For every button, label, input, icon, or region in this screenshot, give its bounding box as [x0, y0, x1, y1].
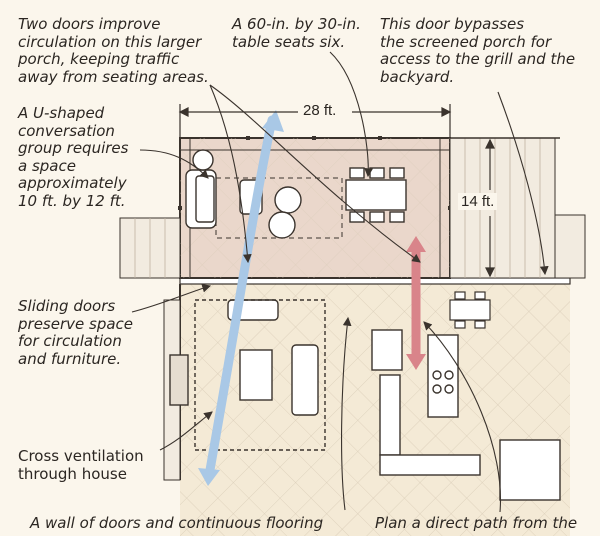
direct-path-note: Plan a direct path from the [375, 514, 578, 532]
sliding-doors-note: Sliding doors preserve space for circula… [18, 297, 134, 368]
dining-table [345, 167, 407, 223]
table-note: A 60-in. by 30-in. table seats six. [232, 15, 361, 51]
leader-lines [131, 51, 549, 513]
two-doors-note: Two doors improve circulation on this la… [18, 15, 209, 86]
left-deck [119, 217, 181, 279]
kitchen [371, 329, 561, 501]
depth-dimension-label: 14 ft. [458, 193, 498, 210]
porch-sofa [185, 149, 217, 229]
depth-dimension-line [485, 138, 495, 278]
width-dimension-label: 28 ft. [300, 102, 340, 119]
width-dimension-line [178, 104, 452, 138]
deck-table [449, 291, 491, 329]
u-shaped-note: A U-shaped conversation group requires a… [18, 104, 129, 210]
porch-seating-zone [215, 177, 343, 239]
screened-porch [178, 136, 452, 279]
direct-path-arrow [406, 236, 426, 370]
wall-of-doors-note: A wall of doors and continuous flooring [30, 514, 324, 532]
bypass-door-note: This door bypasses the screened porch fo… [380, 15, 576, 86]
cross-ventilation-note: Cross ventilation through house [18, 447, 144, 483]
house-interior [163, 277, 571, 536]
